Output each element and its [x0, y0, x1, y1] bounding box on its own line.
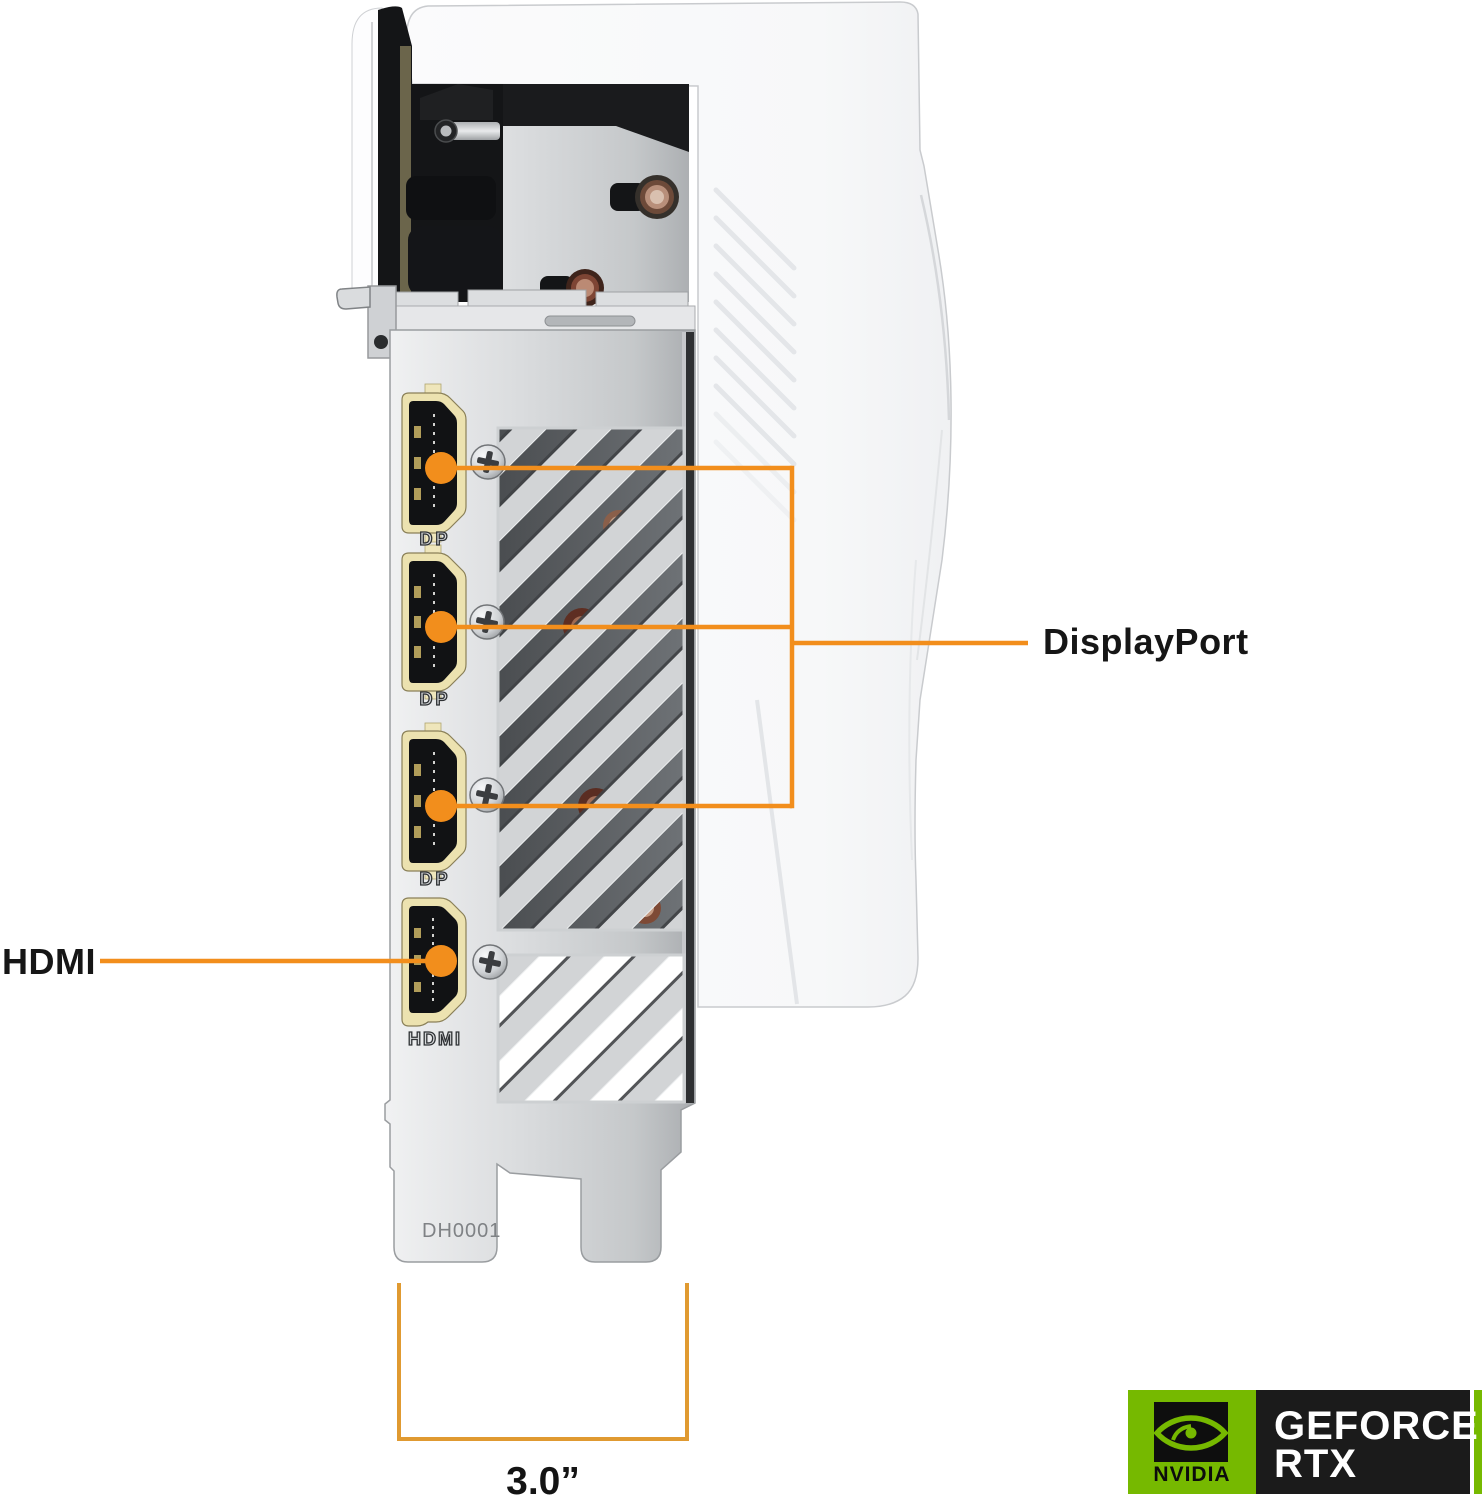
card-shroud: [405, 1, 952, 1008]
dimension-width-label: 3.0”: [506, 1460, 580, 1500]
dp-port-stamp-3: DP: [419, 868, 451, 889]
pcb-edge: [400, 46, 411, 300]
bracket-mounting-ear: [336, 285, 397, 359]
nvidia-geforce-rtx-badge: [1128, 1390, 1482, 1494]
phillips-screw-icon: [472, 944, 508, 980]
hdmi-callout-label: HDMI: [2, 941, 96, 982]
nvidia-brand-label: NVIDIA: [1153, 1463, 1231, 1486]
bracket-edge-shadow: [686, 332, 694, 1103]
shroud-left-lip: [351, 7, 383, 303]
phillips-screw-icon: [469, 777, 505, 813]
hdmi-port-stamp: HDMI: [407, 1028, 462, 1049]
heatsink-assembly: [378, 6, 689, 307]
heatpipe-screw: [610, 175, 679, 219]
nvidia-eye-icon: [1153, 1402, 1229, 1462]
dp-port-stamp-1: DP: [419, 528, 451, 549]
callout-dot: [425, 452, 457, 484]
callout-dot: [425, 611, 457, 643]
shroud-outline: [405, 1, 952, 1008]
shroud-crease: [908, 559, 917, 861]
phillips-screw-icon: [470, 444, 506, 480]
callout-dot: [425, 945, 457, 977]
shroud-crease: [919, 194, 951, 421]
callout-dot: [425, 790, 457, 822]
bracket-vents-upper: [496, 426, 686, 932]
badge-green-strip: [1474, 1390, 1482, 1494]
shroud-groove-pattern: [713, 187, 797, 523]
geforce-label: GEFORCE: [1274, 1404, 1479, 1448]
dimension-bracket: [397, 1283, 689, 1441]
rtx-label: RTX: [1274, 1442, 1357, 1486]
shroud-crease: [755, 699, 799, 1005]
bracket-vents-lower: [496, 953, 686, 1104]
callout-lines: [100, 465, 1028, 964]
callout-dots: [425, 452, 457, 977]
displayport-callout-label: DisplayPort: [1043, 621, 1249, 662]
bracket-top-fold: [387, 289, 696, 335]
bracket-serial-stamp: DH0001: [422, 1220, 502, 1242]
phillips-screw-icon: [469, 604, 505, 640]
badge-black-panel: [1256, 1390, 1470, 1494]
shroud-crease: [916, 429, 943, 661]
dp-port-stamp-2: DP: [419, 688, 451, 709]
